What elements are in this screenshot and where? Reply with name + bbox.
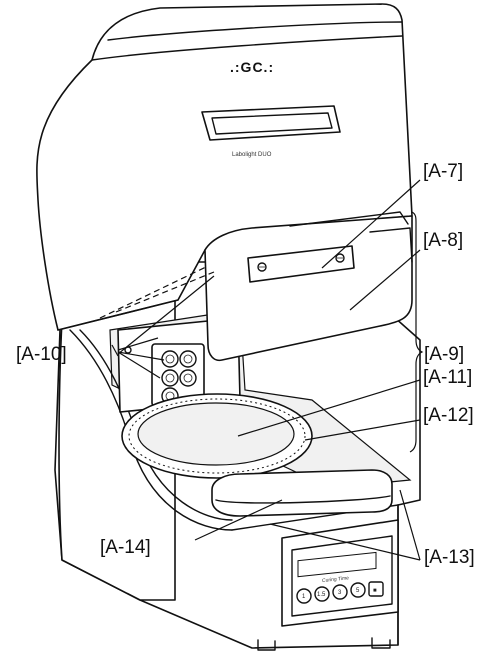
- callout-a8: [A-8]: [423, 230, 463, 251]
- control-panel: Curing Time 1 1.5 3 5 ■: [281, 519, 399, 627]
- button-1[interactable]: [296, 588, 312, 604]
- callout-a9: [A-9]: [424, 344, 464, 365]
- callout-a11: [A-11]: [423, 367, 472, 388]
- button-1-5[interactable]: [314, 586, 330, 602]
- front-tray: [211, 469, 393, 517]
- leader-lines: [111, 179, 424, 561]
- timer-buttons: 1 1.5 3 5 ■: [296, 581, 384, 604]
- button-5[interactable]: [350, 582, 366, 598]
- stop-button[interactable]: [368, 581, 384, 597]
- svg-text:Curing Time: Curing Time: [322, 575, 349, 584]
- callout-a10: [A-10]: [16, 344, 67, 365]
- button-3-label: 3: [338, 590, 342, 596]
- callout-labels: [A-7] [A-8] [A-9] [A-10] [A-11] [A-12] […: [16, 161, 475, 568]
- model-label: Labolight DUO: [232, 152, 272, 158]
- button-3[interactable]: [332, 584, 348, 600]
- brand-logo: .:GC.:: [230, 59, 274, 75]
- callout-a12: [A-12]: [423, 405, 474, 426]
- callout-a7: [A-7]: [423, 161, 463, 182]
- stop-button-label: ■: [373, 588, 377, 594]
- turntable: [121, 393, 313, 479]
- button-5-label: 5: [356, 588, 360, 594]
- callout-a13: [A-13]: [424, 547, 475, 568]
- button-1-label: 1: [302, 594, 306, 600]
- lid: .:GC.: Labolight DUO: [36, 3, 413, 362]
- callout-a14: [A-14]: [100, 537, 151, 558]
- button-1-5-label: 1.5: [317, 592, 326, 598]
